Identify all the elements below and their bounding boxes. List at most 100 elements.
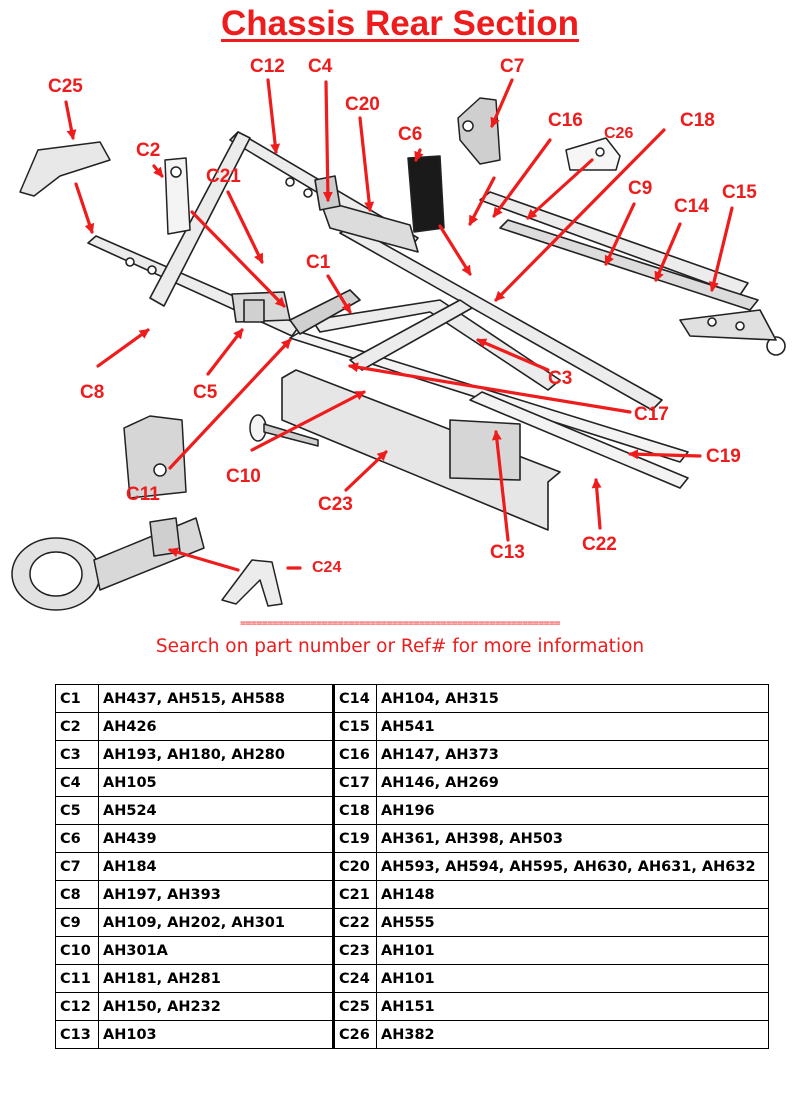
parts-cell: AH426 [98, 712, 334, 741]
arrow-c13 [491, 430, 510, 542]
arrow-c16-b [468, 176, 496, 226]
parts-cell: AH150, AH232 [98, 992, 334, 1021]
arrow-c5 [206, 328, 244, 376]
arrow-c16 [492, 138, 552, 218]
callout-c7: C7 [500, 56, 524, 77]
arrow-c15 [709, 206, 734, 292]
parts-cell: AH439 [98, 824, 334, 853]
parts-cell: AH555 [376, 908, 769, 937]
ref-cell: C10 [55, 936, 99, 965]
callout-c17: C17 [634, 404, 669, 425]
arrow-c19 [628, 449, 702, 460]
parts-drawings [11, 97, 621, 611]
callout-c25: C25 [48, 76, 83, 97]
parts-cell: AH301A [98, 936, 334, 965]
arrow-c11 [168, 338, 292, 470]
parts-cell: AH148 [376, 880, 769, 909]
parts-cell: AH361, AH398, AH503 [376, 824, 769, 853]
callout-c19: C19 [706, 446, 741, 467]
divider-line: ========================================… [240, 618, 560, 629]
callout-arrows [64, 78, 734, 572]
callout-labels: C25 C12 C4 C7 C20 C16 C18 C6 C26 C2 C21 … [48, 56, 757, 576]
parts-cell: AH196 [376, 796, 769, 825]
callout-c9: C9 [628, 178, 652, 199]
ref-cell: C2 [55, 712, 99, 741]
parts-cell: AH524 [98, 796, 334, 825]
ref-cell: C9 [55, 908, 99, 937]
arrow-c7 [490, 78, 514, 128]
arrow-c24 [168, 547, 240, 572]
ref-cell: C25 [332, 992, 377, 1021]
arrow-c14 [654, 222, 682, 282]
callout-c3: C3 [548, 368, 572, 389]
parts-cell: AH109, AH202, AH301 [98, 908, 334, 937]
arrow-c6-frame [438, 224, 472, 276]
parts-cell: AH541 [376, 712, 769, 741]
parts-cell: AH193, AH180, AH280 [98, 740, 334, 769]
ref-cell: C3 [55, 740, 99, 769]
callout-c21: C21 [206, 166, 241, 187]
chassis-diagram: C25 C12 C4 C7 C20 C16 C18 C6 C26 C2 C21 … [11, 56, 786, 611]
parts-cell: AH593, AH594, AH595, AH630, AH631, AH632 [376, 852, 769, 881]
ref-cell: C23 [332, 936, 377, 965]
parts-cell: AH147, AH373 [376, 740, 769, 769]
ref-cell: C5 [55, 796, 99, 825]
ref-cell: C1 [55, 684, 99, 713]
ref-cell: C24 [332, 964, 377, 993]
ref-cell: C6 [55, 824, 99, 853]
callout-c20: C20 [345, 94, 380, 115]
page-title: Chassis Rear Section [0, 2, 800, 46]
callout-c6: C6 [398, 124, 422, 145]
ref-cell: C20 [332, 852, 377, 881]
callout-c11: C11 [126, 484, 160, 505]
arrow-c2 [190, 210, 286, 308]
callout-c15: C15 [722, 182, 757, 203]
arrow-c10 [250, 390, 366, 452]
arrow-c26 [526, 158, 594, 220]
callout-c2: C2 [136, 140, 160, 161]
ref-cell: C22 [332, 908, 377, 937]
parts-cell: AH146, AH269 [376, 768, 769, 797]
arrow-c8 [96, 328, 150, 368]
callout-c4: C4 [308, 56, 333, 77]
arrow-c17 [348, 362, 632, 414]
parts-cell: AH184 [98, 852, 334, 881]
callout-c14: C14 [674, 196, 709, 217]
arrow-c18 [494, 128, 666, 302]
callout-c24: C24 [312, 559, 341, 576]
parts-cell: AH104, AH315 [376, 684, 769, 713]
parts-cell: AH101 [376, 964, 769, 993]
ref-cell: C15 [332, 712, 377, 741]
ref-cell: C14 [332, 684, 377, 713]
ref-cell: C19 [332, 824, 377, 853]
callout-c23: C23 [318, 494, 353, 515]
ref-cell: C11 [55, 964, 99, 993]
ref-cell: C21 [332, 880, 377, 909]
callout-c16: C16 [548, 110, 583, 131]
parts-cell: AH197, AH393 [98, 880, 334, 909]
callout-c8: C8 [80, 382, 104, 403]
ref-cell: C26 [332, 1020, 377, 1049]
page-title-text: Chassis Rear Section [221, 4, 579, 43]
parts-cell: AH382 [376, 1020, 769, 1049]
ref-cell: C8 [55, 880, 99, 909]
arrow-c21 [226, 190, 264, 264]
arrow-c20 [358, 116, 375, 212]
callout-c10: C10 [226, 466, 261, 487]
ref-cell: C12 [55, 992, 99, 1021]
arrow-c25-bottom [74, 182, 95, 234]
parts-cell: AH151 [376, 992, 769, 1021]
callout-c26: C26 [604, 125, 633, 142]
